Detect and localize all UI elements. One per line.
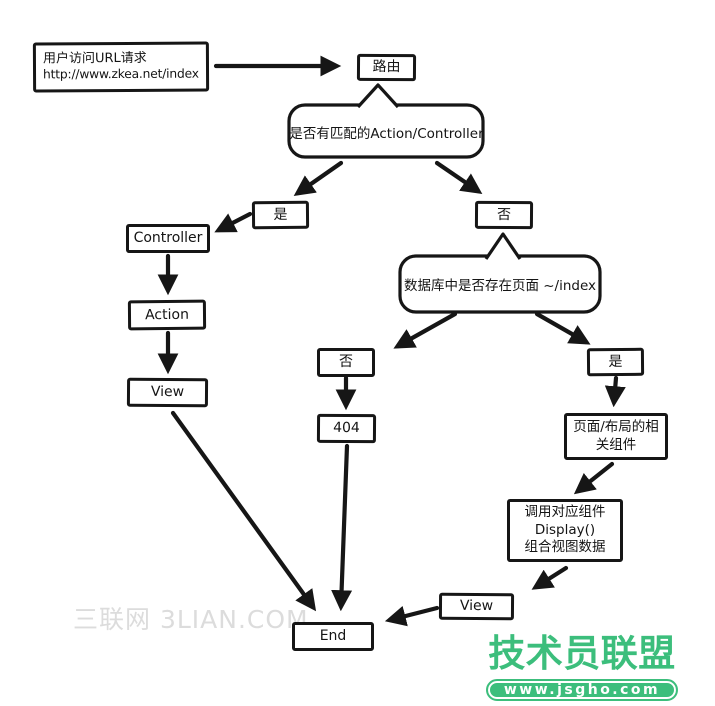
page-components-line2: 关组件 — [595, 436, 637, 453]
node-controller: Controller — [126, 224, 210, 253]
arrow-match-to-no — [434, 160, 483, 194]
url-request-line1: 用户访问URL请求 — [42, 50, 147, 66]
bubble-db-question-text: 数据库中是否存在页面 ~/index — [403, 266, 597, 302]
arrow-display-to-view — [531, 565, 569, 590]
yes-right-label: 是 — [608, 353, 623, 370]
arrow-db-to-no — [393, 311, 458, 349]
yes-left-label: 是 — [273, 206, 288, 223]
node-view-left: View — [126, 377, 209, 408]
view-bottom-label: View — [459, 598, 494, 615]
node-end: End — [292, 622, 374, 651]
node-404: 404 — [316, 413, 377, 444]
bubble-match-pointer — [356, 83, 400, 109]
arrow-components-to-display — [573, 461, 615, 495]
jsgho-logo-title: 技术员联盟 — [488, 632, 676, 675]
action-label: Action — [144, 306, 189, 324]
view-left-label: View — [150, 384, 185, 401]
node-yes-right: 是 — [586, 347, 645, 377]
arrow-match-to-yes — [293, 160, 344, 197]
end-label: End — [319, 628, 347, 645]
bubble-db-pointer — [484, 232, 522, 260]
url-request-line2: http://www.zkea.net/index — [43, 67, 199, 82]
match-question-label: 是否有匹配的Action/Controller — [289, 126, 484, 142]
watermark-3lian: 三联网 3LIAN.COM — [73, 605, 309, 634]
arrow-yes-to-components — [604, 375, 626, 408]
arrow-view-to-end — [170, 410, 317, 612]
display-call-line2: Display() — [534, 521, 596, 538]
arrow-db-to-yes — [534, 311, 591, 345]
no-mid-label: 否 — [339, 354, 353, 371]
node-no-mid: 否 — [317, 348, 375, 377]
node-route: 路由 — [356, 53, 417, 82]
404-label: 404 — [333, 420, 360, 437]
bubble-match-question-text: 是否有匹配的Action/Controller — [289, 114, 484, 150]
jsgho-logo-url-bar: www.jsgho.com — [486, 678, 678, 701]
route-label: 路由 — [372, 59, 401, 76]
node-view-bottom: View — [438, 592, 515, 621]
controller-label: Controller — [133, 230, 203, 247]
node-yes-left: 是 — [251, 200, 310, 230]
jsgho-logo: 技术员联盟 www.jsgho.com — [486, 632, 678, 701]
jsgho-logo-url: www.jsgho.com — [503, 681, 661, 698]
node-action: Action — [127, 299, 207, 331]
arrow-yes-to-controller — [214, 211, 253, 233]
page-components-line1: 页面/布局的相 — [573, 418, 659, 435]
node-url-request: 用户访问URL请求 http://www.zkea.net/index — [32, 41, 210, 93]
node-page-components: 页面/布局的相 关组件 — [564, 413, 668, 460]
arrow-view-to-end-2 — [384, 605, 440, 627]
display-call-line1: 调用对应组件 — [524, 504, 606, 521]
db-question-label: 数据库中是否存在页面 ~/index — [403, 278, 597, 294]
arrow-404-to-end — [331, 443, 353, 612]
no-right-label: 否 — [496, 206, 512, 223]
node-display-call: 调用对应组件 Display() 组合视图数据 — [507, 499, 623, 562]
display-call-line3: 组合视图数据 — [524, 539, 606, 556]
node-no-right: 否 — [474, 200, 534, 230]
